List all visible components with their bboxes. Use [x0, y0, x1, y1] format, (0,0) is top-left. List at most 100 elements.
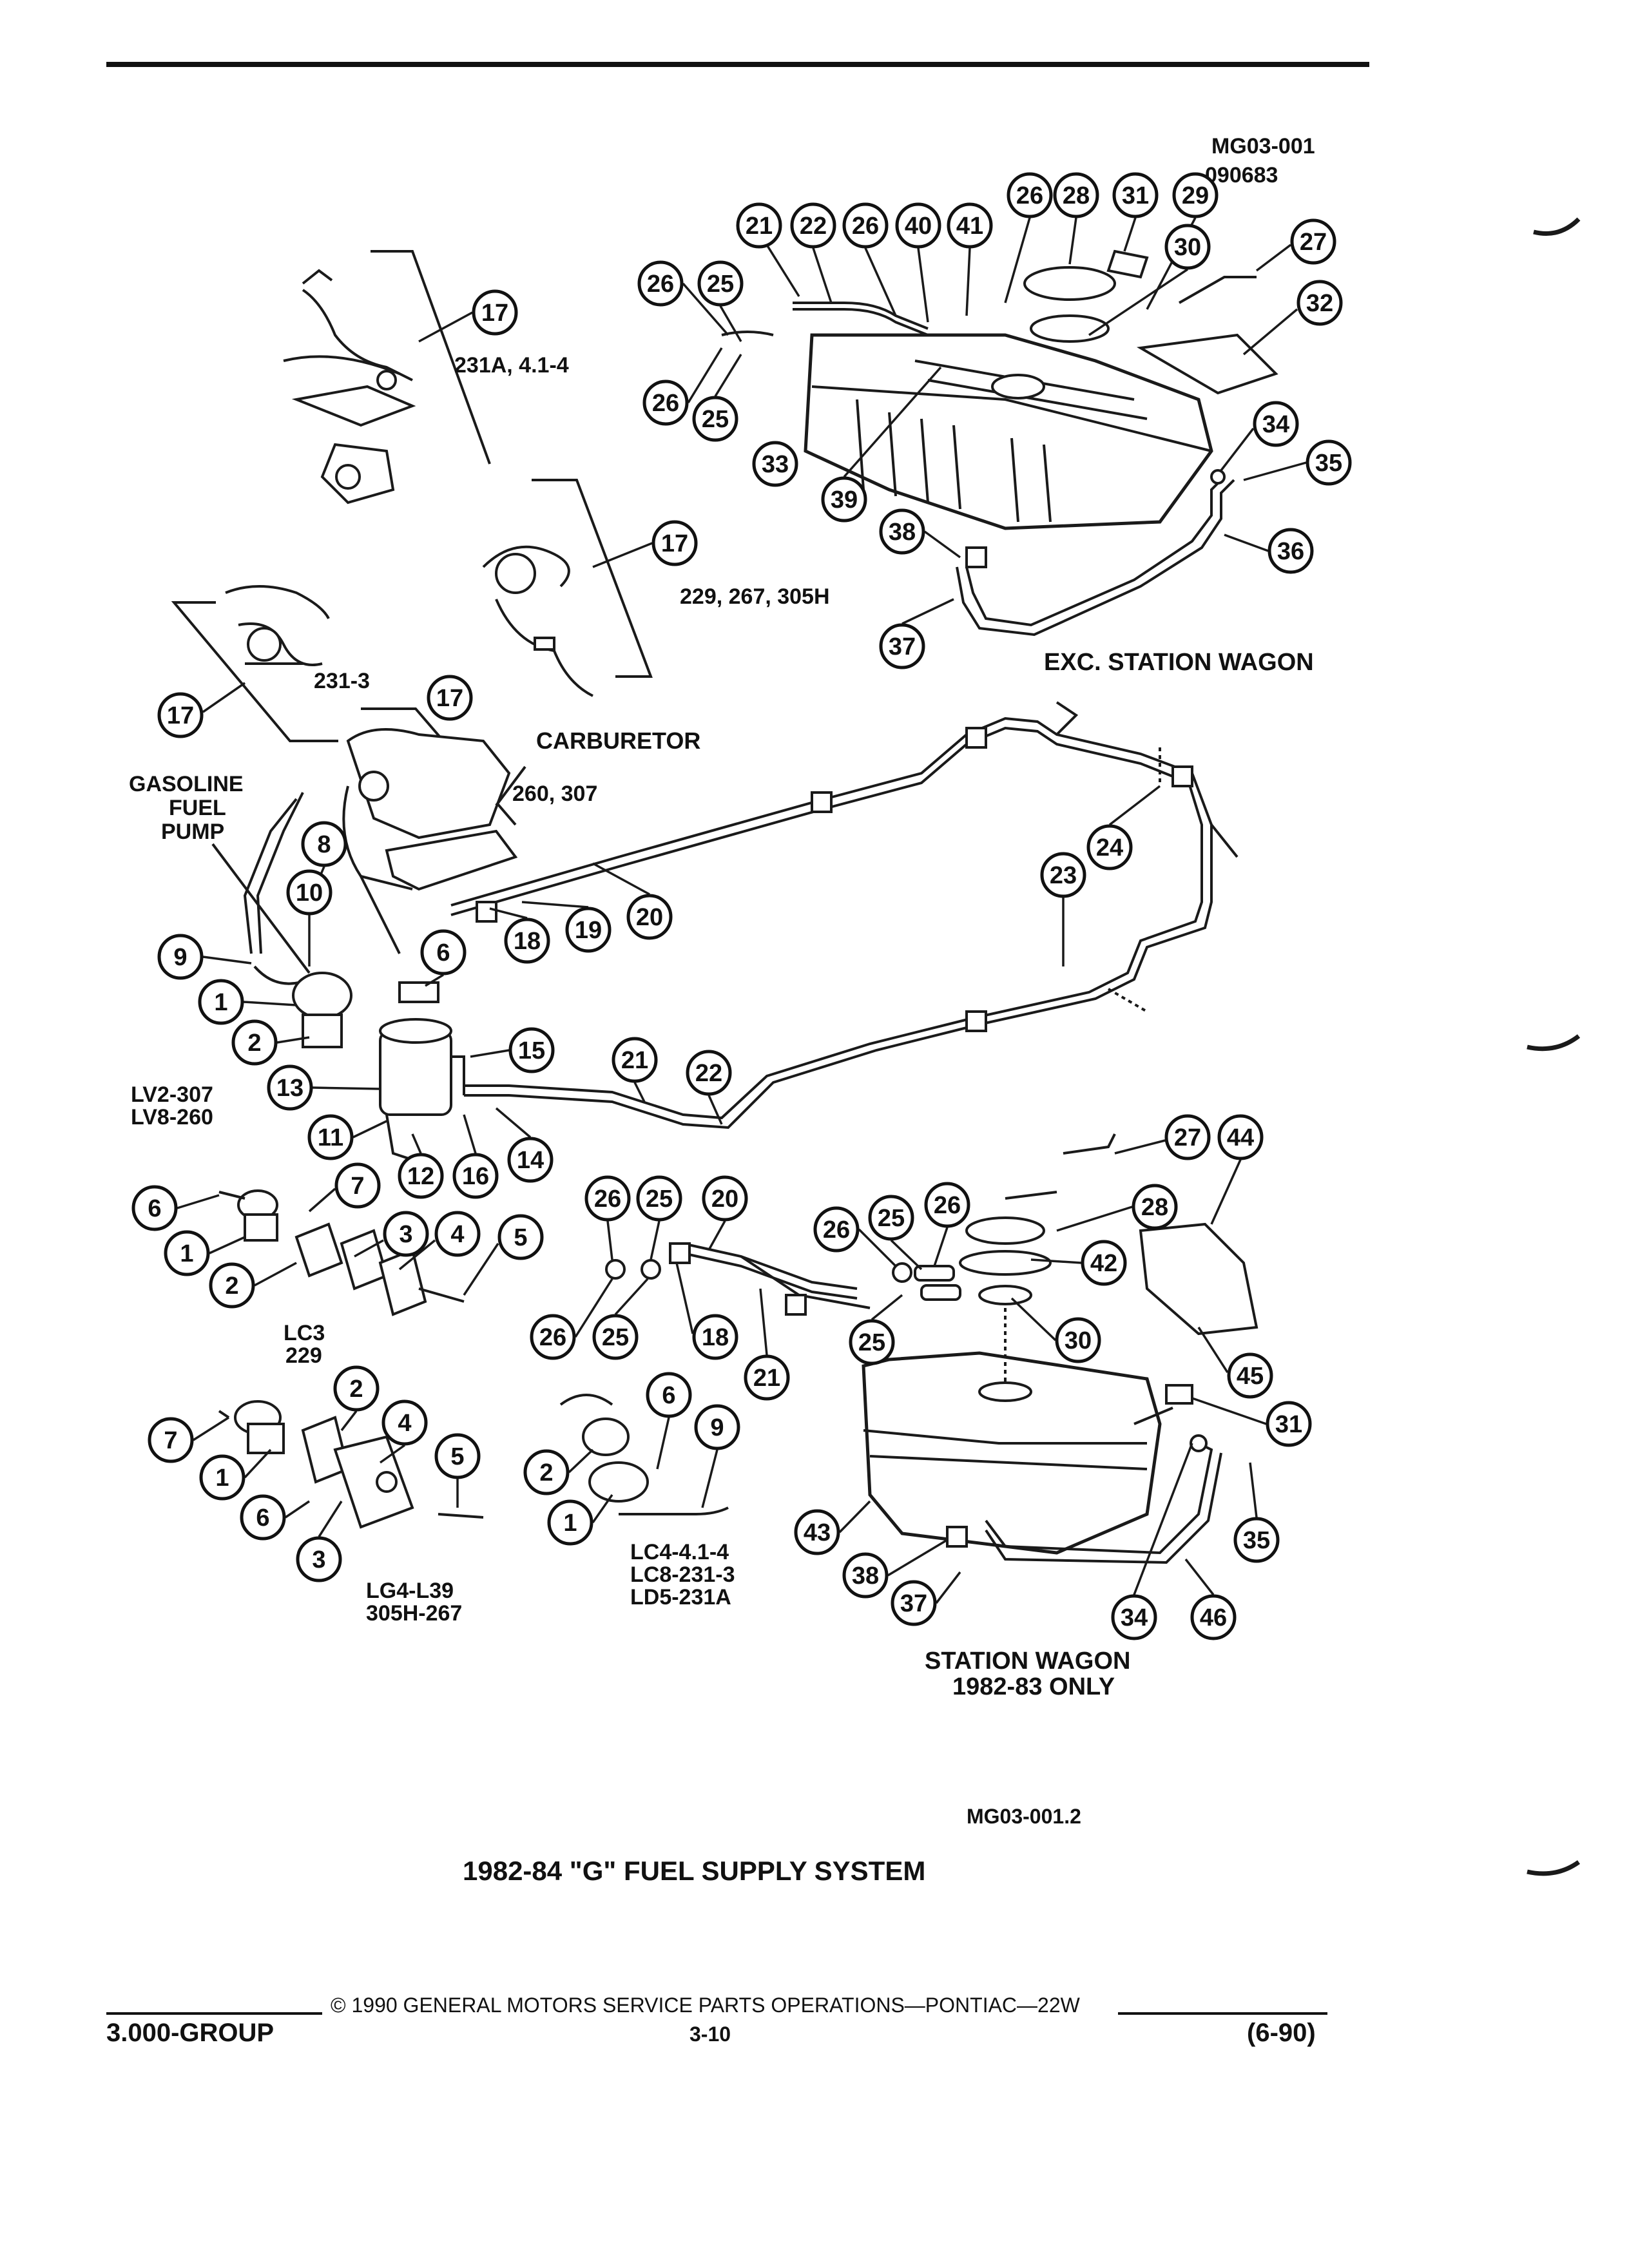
- callout-circle: [947, 202, 993, 249]
- callout-circle: [794, 1509, 840, 1555]
- callout-circle: [1053, 172, 1099, 218]
- callout-6: 6: [240, 1494, 286, 1541]
- callout-circle: [157, 692, 204, 738]
- callout-number: 1: [563, 1510, 577, 1537]
- callout-1: 1: [547, 1499, 593, 1546]
- callout-39: 39: [821, 476, 867, 523]
- label-lv8: LV8-260: [131, 1105, 213, 1129]
- callout-14: 14: [507, 1137, 554, 1183]
- callout-circle: [702, 1175, 748, 1222]
- callout-number: 28: [1141, 1194, 1168, 1221]
- callout-circle: [420, 929, 467, 975]
- callout-circle: [1266, 1401, 1312, 1447]
- callout-26: 26: [584, 1175, 631, 1222]
- callout-20: 20: [626, 894, 673, 940]
- callout-15: 15: [508, 1027, 555, 1073]
- callout-number: 25: [602, 1324, 629, 1351]
- callout-number: 24: [1096, 834, 1123, 861]
- callout-number: 14: [517, 1147, 544, 1174]
- callout-number: 13: [276, 1075, 304, 1102]
- carburetor-engine: [342, 707, 526, 954]
- callout-number: 21: [746, 213, 773, 240]
- callout-20: 20: [702, 1175, 748, 1222]
- callout-circle: [148, 1417, 194, 1463]
- callout-number: 40: [905, 213, 932, 240]
- callout-4: 4: [381, 1399, 428, 1446]
- callout-circle: [637, 260, 684, 307]
- label-carburetor: CARBURETOR: [536, 727, 700, 754]
- callout-number: 25: [858, 1329, 885, 1356]
- callout-number: 11: [318, 1124, 343, 1151]
- callout-circle: [849, 1319, 895, 1365]
- leader-lines: [177, 217, 1307, 1604]
- callout-35: 35: [1306, 439, 1352, 486]
- callout-number: 25: [646, 1186, 673, 1213]
- callout-circle: [813, 1206, 860, 1253]
- callout-circle: [1112, 172, 1159, 218]
- callout-circle: [1172, 172, 1219, 218]
- callout-circle: [231, 1019, 278, 1066]
- callout-1: 1: [199, 1454, 246, 1501]
- callout-circle: [334, 1162, 381, 1209]
- callout-30: 30: [1055, 1317, 1101, 1363]
- callout-number: 8: [317, 831, 331, 858]
- callout-25: 25: [692, 396, 738, 442]
- callout-number: 35: [1243, 1527, 1270, 1554]
- label-gas-pump-2: FUEL: [169, 796, 226, 820]
- callout-circle: [1253, 401, 1299, 447]
- callout-number: 2: [247, 1030, 261, 1057]
- callout-circle: [1296, 280, 1343, 326]
- callout-3: 3: [296, 1536, 342, 1582]
- callout-25: 25: [697, 260, 744, 307]
- callout-28: 28: [1132, 1184, 1178, 1230]
- callout-number: 20: [711, 1186, 738, 1213]
- callout-circle: [651, 520, 698, 566]
- callout-2: 2: [523, 1449, 570, 1495]
- label-lv2: LV2-307: [131, 1082, 213, 1107]
- callout-circle: [697, 260, 744, 307]
- callout-circle: [1132, 1184, 1178, 1230]
- top-rule: [106, 62, 1369, 67]
- callout-circle: [286, 869, 333, 916]
- callout-26: 26: [813, 1206, 860, 1253]
- callout-number: 30: [1174, 234, 1201, 261]
- callout-number: 19: [575, 917, 602, 944]
- callout-number: 12: [407, 1163, 434, 1190]
- footer-group: 3.000-GROUP: [106, 2019, 274, 2047]
- callout-circle: [1040, 852, 1086, 898]
- callout-circle: [626, 894, 673, 940]
- callout-circle: [842, 202, 889, 249]
- callout-35: 35: [1233, 1517, 1280, 1563]
- callout-number: 17: [481, 300, 508, 327]
- callout-number: 5: [450, 1443, 464, 1470]
- callout-circle: [267, 1064, 313, 1111]
- callout-circle: [736, 202, 782, 249]
- lower-fuel-tank: [862, 1133, 1258, 1564]
- callout-number: 26: [594, 1186, 621, 1213]
- callout-circle: [547, 1499, 593, 1546]
- callout-number: 25: [707, 271, 734, 298]
- callout-25: 25: [636, 1175, 682, 1222]
- callout-25: 25: [868, 1195, 914, 1241]
- callout-circle: [530, 1314, 576, 1360]
- callout-number: 7: [164, 1427, 177, 1454]
- callout-number: 38: [852, 1562, 879, 1590]
- callout-number: 20: [636, 904, 663, 931]
- callout-circle: [584, 1175, 631, 1222]
- callout-circle: [592, 1314, 639, 1360]
- callout-number: 22: [800, 213, 827, 240]
- callout-number: 2: [539, 1459, 553, 1486]
- label-ld5: LD5-231A: [630, 1585, 731, 1610]
- label-lg4-2: 305H-267: [366, 1601, 462, 1626]
- label-lc8: LC8-231-3: [630, 1562, 735, 1587]
- callout-circle: [891, 1580, 937, 1626]
- callout-number: 32: [1306, 290, 1333, 317]
- footer-copyright: © 1990 GENERAL MOTORS SERVICE PARTS OPER…: [331, 1994, 1081, 2017]
- callout-number: 22: [695, 1060, 722, 1087]
- callout-circle: [296, 1536, 342, 1582]
- callout-circle: [1227, 1352, 1273, 1399]
- label-lc4: LC4-4.1-4: [630, 1540, 729, 1564]
- callout-6: 6: [420, 929, 467, 975]
